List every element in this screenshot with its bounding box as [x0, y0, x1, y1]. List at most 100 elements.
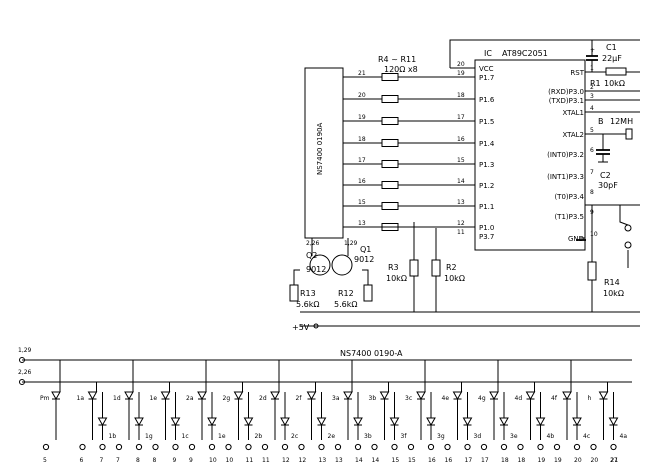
pin-terminal	[427, 443, 435, 451]
segment-label: 1a	[77, 395, 85, 402]
c2-value: 30pF	[598, 181, 618, 190]
r1-body	[605, 67, 627, 76]
end-pin-number: 27	[610, 457, 618, 464]
r1-value: 10kΩ	[604, 79, 625, 88]
pin-terminal	[371, 443, 378, 451]
led-icon	[452, 391, 463, 401]
segment-side-label: 3e	[510, 433, 518, 440]
q1-body	[331, 254, 353, 276]
segment-side-label: 3d	[474, 433, 482, 440]
pin-number: 13	[319, 457, 327, 464]
ic-pin-number-right: 2	[590, 84, 594, 91]
segment-label: 4e	[442, 395, 450, 402]
display-pin-number: 21	[358, 70, 366, 77]
segment-side-label: 1g	[145, 433, 153, 440]
pin-number: 10	[226, 457, 234, 464]
led-icon	[306, 391, 317, 401]
led-icon	[134, 417, 144, 427]
c2-name: C2	[600, 171, 611, 180]
segment-side-label: 1b	[109, 433, 117, 440]
segment-side-label: 2b	[255, 433, 263, 440]
segment-label: 2a	[186, 395, 194, 402]
r3-body	[409, 259, 419, 277]
pin-terminal	[480, 443, 488, 451]
segment-group: Pm 5	[40, 360, 61, 464]
ic-pin-number-left: 12	[457, 220, 465, 227]
led-icon	[243, 417, 254, 427]
rail-label-2: 2,26	[18, 369, 32, 376]
q1-value: 9012	[354, 255, 374, 264]
pin-number: 12	[282, 457, 290, 464]
pin-number: 20	[574, 457, 582, 464]
pin-number: 5	[43, 457, 47, 464]
pin-number: 14	[355, 457, 363, 464]
q2-pin-label: 2,26	[306, 240, 320, 247]
ic-pin-number-right: 3	[590, 93, 594, 100]
led-icon	[197, 391, 207, 401]
supply-node	[313, 323, 319, 329]
ic-pin-name-right: (INT1)P3.3	[547, 173, 584, 181]
ic-pin-name-left: P1.6	[479, 96, 495, 104]
rail-label-1: 1,29	[18, 347, 32, 354]
pin-terminal	[610, 443, 617, 451]
pin-number: 17	[465, 457, 473, 464]
pin-terminal	[188, 443, 196, 451]
pin-number: 16	[428, 457, 436, 464]
pin-terminal	[79, 443, 86, 451]
q1-pin-label: 1,29	[344, 240, 358, 247]
segment-label: 3a	[332, 395, 340, 402]
led-icon	[97, 417, 108, 427]
led-icon	[379, 391, 390, 401]
r12-value: 5.6kΩ	[334, 300, 357, 309]
ic-pin-name-right: XTAL2	[562, 131, 584, 139]
led-icon	[353, 417, 363, 427]
led-icon	[316, 417, 327, 427]
led-icon	[343, 391, 353, 401]
r2-body	[431, 259, 441, 277]
q2-value: 9012	[306, 265, 326, 274]
led-icon	[124, 391, 134, 401]
led-icon	[160, 391, 171, 401]
ic-pin-number-left: 20	[457, 61, 465, 68]
pin-terminal	[208, 443, 216, 451]
segment-label: Pm	[40, 395, 50, 402]
c1-name: C1	[606, 43, 617, 52]
ic-pin-name-left: P1.3	[479, 161, 494, 169]
pin-number: 15	[408, 457, 416, 464]
switch-contact-a	[624, 224, 632, 232]
ic-pin-name-left: P1.7	[479, 74, 494, 82]
c1-plus: +	[590, 47, 595, 54]
crystal-body	[625, 128, 633, 140]
pin-terminal	[245, 443, 252, 451]
pin-terminal	[444, 443, 451, 451]
led-icon	[51, 391, 61, 401]
pin-number: 21	[611, 457, 619, 464]
display-module	[304, 67, 344, 239]
r13-wire	[293, 269, 300, 285]
ic-pin-number-left: 11	[457, 229, 465, 236]
pin-terminal	[354, 443, 362, 451]
r12-wire	[362, 269, 369, 285]
pin-terminal	[261, 443, 269, 451]
ic-pin-number-left: 14	[457, 178, 465, 185]
segment-side-label: 3b	[364, 433, 372, 440]
pin-terminal	[115, 443, 123, 451]
rail-node-1	[19, 357, 25, 363]
array-resistor	[381, 202, 399, 210]
pin-number: 8	[153, 457, 157, 464]
r14-name: R14	[604, 278, 620, 287]
rail-node-2	[19, 379, 25, 385]
segment-label: 2f	[296, 395, 303, 402]
display-pin-number: 18	[358, 136, 366, 143]
led-icon	[416, 391, 426, 401]
pin-number: 18	[518, 457, 526, 464]
resistor-array-label: R4 ~ R11	[378, 55, 416, 64]
